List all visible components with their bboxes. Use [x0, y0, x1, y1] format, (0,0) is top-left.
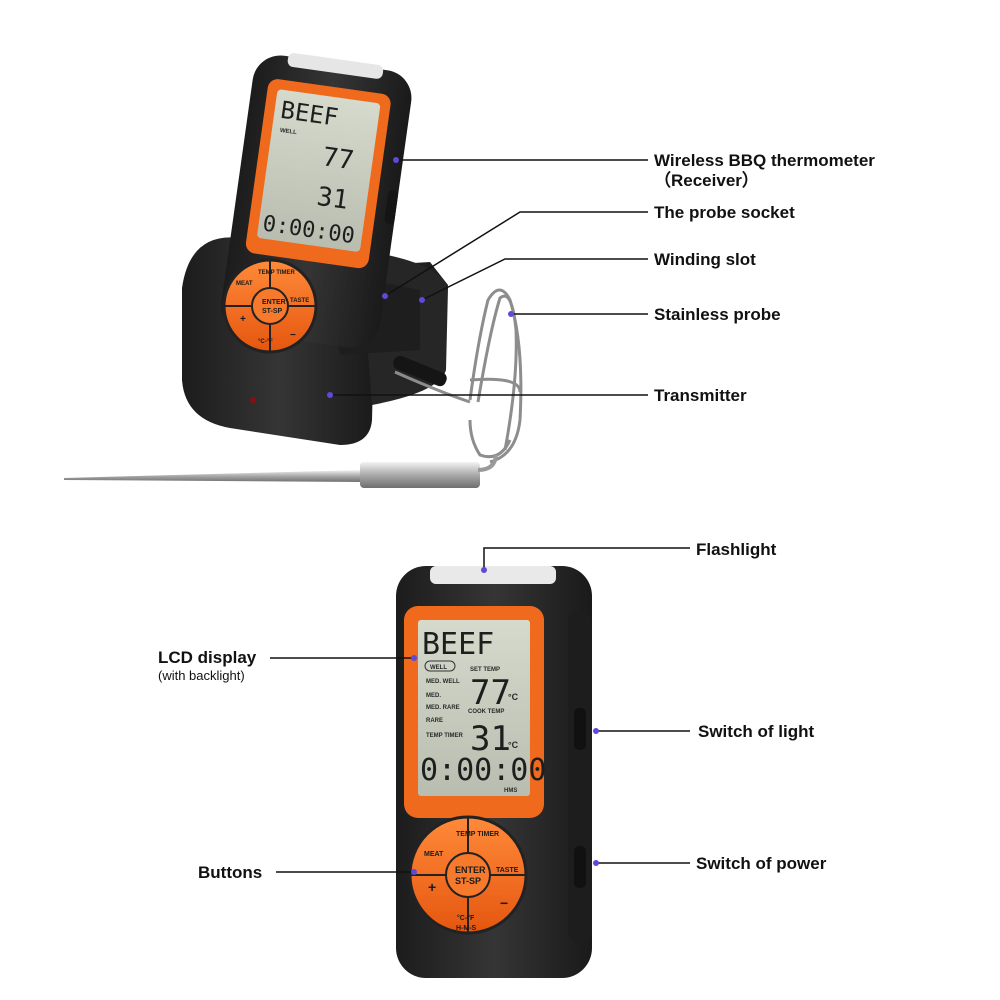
- svg-text:BEEF: BEEF: [422, 627, 494, 662]
- callout-buttons: Buttons: [198, 863, 263, 882]
- svg-text:SET TEMP: SET TEMP: [470, 667, 500, 673]
- svg-text:MED. RARE: MED. RARE: [426, 705, 460, 711]
- callout-lcd-display: LCD display (with backlight): [158, 648, 256, 684]
- svg-text:31: 31: [470, 719, 511, 759]
- callout-leaders: [270, 159, 690, 873]
- callout-transmitter: Transmitter: [654, 386, 747, 405]
- svg-text:MED.: MED.: [426, 693, 441, 699]
- svg-text:MEAT: MEAT: [236, 281, 253, 287]
- svg-text:+: +: [428, 879, 436, 895]
- probe-plug: [393, 355, 447, 387]
- callout-flashlight: Flashlight: [696, 540, 777, 559]
- svg-text:77: 77: [321, 142, 356, 176]
- svg-text:°C: °C: [508, 740, 519, 750]
- svg-text:H-M-S: H-M-S: [456, 925, 477, 932]
- receiver-upper: BEEF WELL 77 31 0:00:00: [221, 53, 412, 348]
- svg-text:°C: °C: [508, 692, 519, 702]
- svg-text:−: −: [290, 330, 296, 341]
- callout-receiver-title: Wireless BBQ thermometer: [654, 151, 875, 170]
- svg-text:TASTE: TASTE: [496, 867, 519, 874]
- callout-probe-socket: The probe socket: [654, 203, 795, 222]
- svg-text:RARE: RARE: [426, 718, 443, 724]
- svg-text:31: 31: [315, 182, 350, 216]
- svg-text:TEMP TIMER: TEMP TIMER: [456, 831, 499, 838]
- svg-text:77: 77: [470, 673, 511, 713]
- svg-text:TEMP TIMER: TEMP TIMER: [426, 733, 464, 739]
- callout-stainless-probe: Stainless probe: [654, 305, 781, 324]
- callout-receiver-sub: （Receiver）: [654, 171, 759, 190]
- svg-text:COOK TEMP: COOK TEMP: [468, 709, 504, 715]
- svg-text:ST-SP: ST-SP: [262, 308, 283, 315]
- svg-text:0:00:00: 0:00:00: [420, 753, 546, 788]
- receiver-keypad: ENTER ST-SP TEMP TIMER MEAT TASTE + − °C…: [408, 815, 528, 935]
- callout-winding-slot: Winding slot: [654, 250, 756, 269]
- svg-text:WELL: WELL: [279, 128, 297, 136]
- stainless-probe: [64, 454, 498, 488]
- svg-text:+: +: [240, 314, 246, 325]
- callout-markers: [327, 157, 599, 875]
- callout-receiver: Wireless BBQ thermometer （Receiver）: [654, 151, 875, 191]
- callout-switch-light: Switch of light: [698, 722, 815, 741]
- svg-text:ENTER: ENTER: [455, 865, 486, 875]
- svg-text:TASTE: TASTE: [290, 298, 309, 304]
- svg-text:WELL: WELL: [430, 665, 447, 671]
- svg-text:HMS: HMS: [504, 788, 517, 794]
- receiver-keypad-top: ENTER ST-SP TEMP TIMER MEAT TASTE + − °C…: [222, 258, 318, 354]
- receiver-front: BEEF WELL SET TEMP MED. WELL MED. MED. R…: [396, 566, 592, 978]
- callout-switch-power: Switch of power: [696, 854, 827, 873]
- svg-text:ENTER: ENTER: [262, 299, 286, 306]
- svg-text:−: −: [500, 895, 508, 911]
- callout-lcd-sub: (with backlight): [158, 668, 245, 683]
- svg-text:MEAT: MEAT: [424, 851, 444, 858]
- callout-lcd-title: LCD display: [158, 648, 257, 667]
- probe-cable: [394, 288, 523, 464]
- svg-text:TEMP TIMER: TEMP TIMER: [258, 270, 296, 276]
- svg-text:°C-°F: °C-°F: [258, 339, 273, 345]
- svg-text:ST-SP: ST-SP: [455, 876, 481, 886]
- svg-text:°C-°F: °C-°F: [457, 914, 475, 922]
- svg-text:MED. WELL: MED. WELL: [426, 679, 460, 685]
